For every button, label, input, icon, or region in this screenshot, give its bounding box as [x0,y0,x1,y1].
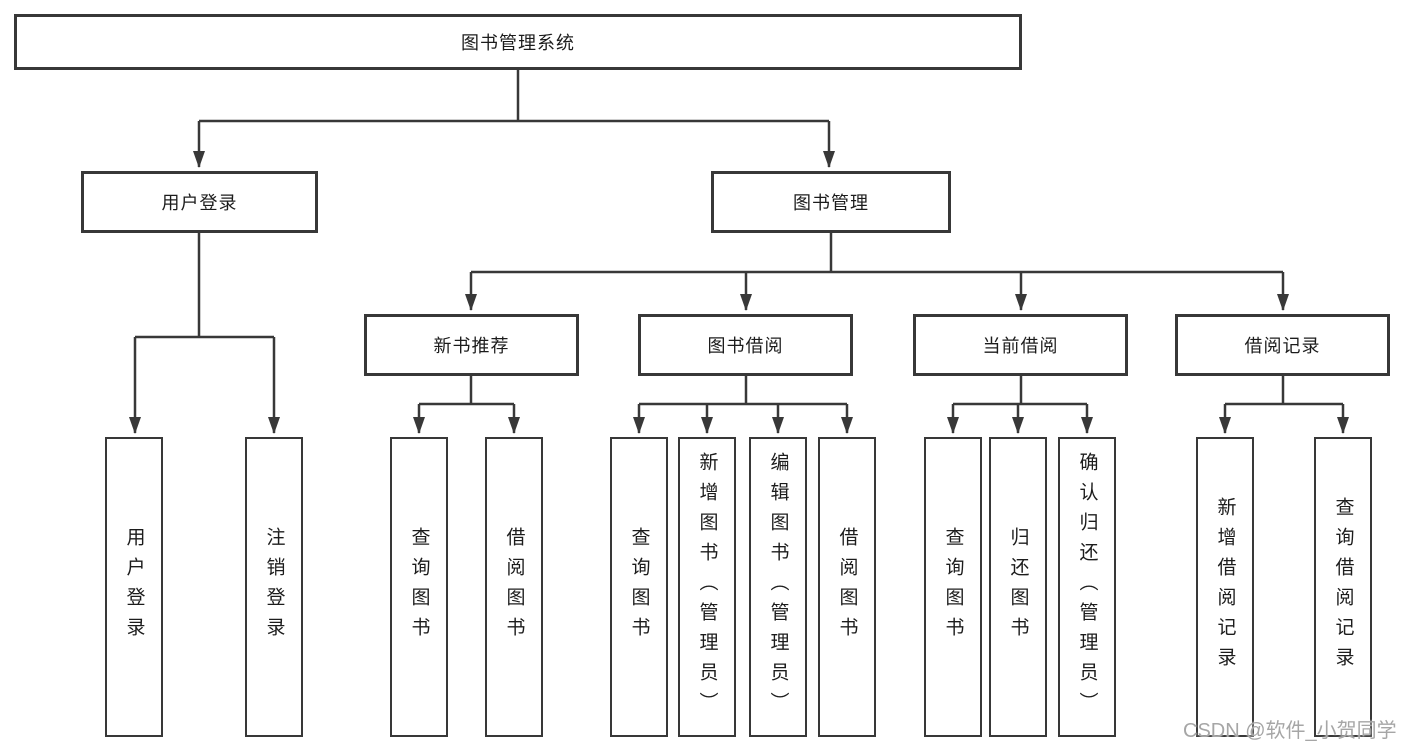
node-add-borrow-record: 新增借阅记录 [1196,437,1254,737]
node-user-login: 用户登录 [105,437,163,737]
node-label: 当前借阅 [982,336,1059,356]
node-borrow-books-recommend: 借阅图书 [485,437,543,737]
node-label: 查询图书 [942,527,964,647]
node-label: 图书借阅 [707,336,784,356]
node-current-borrowing: 当前借阅 [913,314,1128,376]
node-label: 借阅图书 [836,527,858,647]
node-query-books-recommend: 查询图书 [390,437,448,737]
node-label: 借阅图书 [503,527,525,647]
node-label: 用户登录 [161,193,238,213]
node-confirm-return-admin: 确认归还（管理员） [1058,437,1116,737]
node-label: 新书推荐 [433,336,510,356]
node-new-book-recommendation: 新书推荐 [364,314,579,376]
node-label: 借阅记录 [1244,336,1321,356]
node-label: 新增图书（管理员） [696,452,718,722]
node-logout: 注销登录 [245,437,303,737]
node-add-books-admin: 新增图书（管理员） [678,437,736,737]
node-library-management-system: 图书管理系统 [14,14,1022,70]
node-label: 图书管理 [793,193,869,213]
node-label: 图书管理系统 [461,33,575,53]
node-borrow-books: 借阅图书 [818,437,876,737]
node-label: 归还图书 [1007,527,1029,647]
node-return-books: 归还图书 [989,437,1047,737]
node-query-books-borrowing: 查询图书 [610,437,668,737]
node-label: 确认归还（管理员） [1076,452,1098,722]
node-query-books-current: 查询图书 [924,437,982,737]
node-label: 查询图书 [628,527,650,647]
node-borrowing-records: 借阅记录 [1175,314,1390,376]
node-book-borrowing: 图书借阅 [638,314,853,376]
node-label: 新增借阅记录 [1214,497,1236,677]
node-label: 注销登录 [263,527,285,647]
node-user-login-group: 用户登录 [81,171,318,233]
connector-group [129,70,1349,434]
node-edit-books-admin: 编辑图书（管理员） [749,437,807,737]
node-label: 查询图书 [408,527,430,647]
node-label: 编辑图书（管理员） [767,452,789,722]
node-label: 用户登录 [123,527,145,647]
node-label: 查询借阅记录 [1332,497,1354,677]
watermark: CSDN @软件_小贺同学 [1183,720,1397,742]
node-book-management: 图书管理 [711,171,951,233]
node-query-borrow-record: 查询借阅记录 [1314,437,1372,737]
